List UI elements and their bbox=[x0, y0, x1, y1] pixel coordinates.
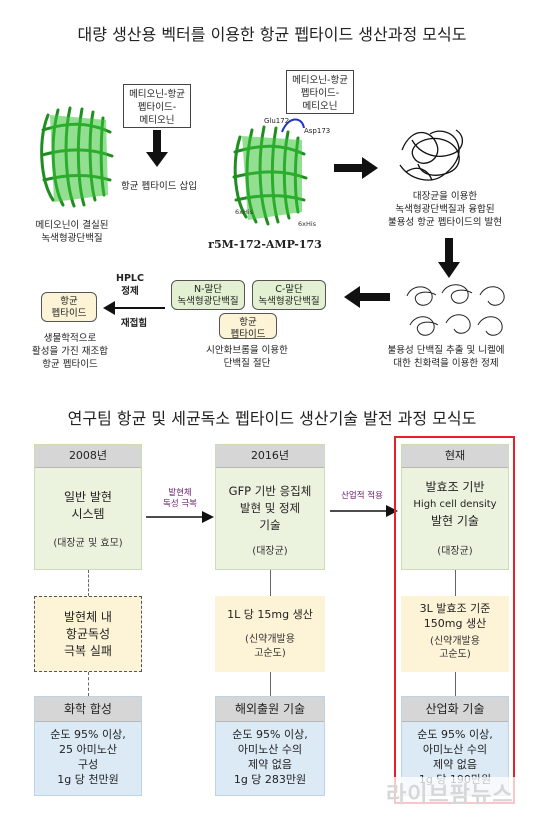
peptide-fragment: 항균 펩타이드 bbox=[219, 313, 277, 340]
col2-stage-box: 해외출원 기술 순도 95% 이상, 아미노산 수의 제약 없음 1g 당 28… bbox=[215, 696, 325, 796]
n-terminal-fragment: N-말단 녹색형광단백질 bbox=[171, 280, 245, 310]
connector-line bbox=[270, 672, 271, 696]
timeline-arrow-2-icon bbox=[330, 505, 398, 517]
insert-sequence-box: 메티오닌-항균 펩타이드- 메티오닌 bbox=[123, 84, 191, 128]
connector-line bbox=[455, 672, 456, 696]
connector-line bbox=[455, 570, 456, 596]
col3-system2: 발현 기술 bbox=[431, 514, 479, 528]
fusion-structure-image bbox=[232, 118, 308, 226]
connector-line bbox=[88, 672, 90, 696]
purified-aggregates-image bbox=[406, 284, 505, 336]
col1-system-box: 2008년 일반 발현 시스템 (대장균 및 효모) bbox=[34, 444, 142, 570]
his-tag-label-1: 6xHis bbox=[235, 208, 254, 216]
col2-mid-sub: (신약개발용 고순도) bbox=[245, 634, 295, 659]
col1-stage-box: 화학 합성 순도 95% 이상, 25 아미노산 구성 1g 당 천만원 bbox=[34, 696, 142, 796]
arrow1-label: 발현체 독성 극복 bbox=[163, 488, 197, 509]
col3-host: (대장균) bbox=[437, 546, 473, 557]
col3-mid: 3L 발효조 기준 150mg 생산 bbox=[419, 602, 491, 630]
cleave-caption: 시안화브롬을 이용한 단백질 절단 bbox=[206, 345, 288, 369]
col2-stage: 해외출원 기술 bbox=[216, 697, 324, 722]
col2-year: 2016년 bbox=[216, 445, 324, 468]
col1-detail: 순도 95% 이상, 25 아미노산 구성 1g 당 천만원 bbox=[50, 728, 126, 786]
down-arrow-right-icon bbox=[438, 238, 460, 278]
col1-stage: 화학 합성 bbox=[35, 697, 141, 722]
col1-system: 일반 발현 시스템 bbox=[64, 490, 112, 521]
col3-system-box: 현재 발효조 기반 High cell density 발현 기술 (대장균) bbox=[401, 444, 509, 570]
residue-glu-label: Glu172 bbox=[264, 117, 290, 125]
final-caption: 생물학적으로 활성을 가진 재조합 항균 펩타이드 bbox=[32, 333, 108, 370]
residue-asp-label: Asp173 bbox=[304, 127, 331, 135]
construct-name: r5M-172-AMP-173 bbox=[208, 238, 322, 251]
his-tag-label-2: 6xHis bbox=[298, 220, 317, 228]
down-arrow-icon bbox=[146, 130, 168, 167]
insert-caption: 항균 펩타이드 삽입 bbox=[121, 181, 197, 192]
aggregate-protein-image bbox=[399, 129, 463, 181]
col2-host: (대장균) bbox=[252, 546, 288, 557]
gfp-label: 메티오닌이 결실된 녹색형광단백질 bbox=[35, 220, 109, 244]
col1-year: 2008년 bbox=[35, 445, 141, 468]
col2-system-box: 2016년 GFP 기반 응집체 발현 및 정제 기술 (대장균) bbox=[215, 444, 325, 570]
col1-mid: 발현체 내 항균독성 극복 실패 bbox=[64, 610, 112, 658]
col3-stage: 산업화 기술 bbox=[402, 697, 508, 722]
timeline-arrow-1-icon bbox=[146, 511, 214, 523]
col3-year: 현재 bbox=[402, 445, 508, 468]
col3-mid-box: 3L 발효조 기준 150mg 생산 (신약개발용 고순도) bbox=[401, 596, 509, 672]
connector-line bbox=[270, 570, 271, 596]
top-title: 대량 생산용 벡터를 이용한 항균 펩타이드 생산과정 모식도 bbox=[77, 25, 467, 44]
c-terminal-fragment: C-말단 녹색형광단백질 bbox=[252, 280, 326, 310]
col2-system: GFP 기반 응집체 발현 및 정제 기술 bbox=[228, 484, 312, 532]
col1-host: (대장균 및 효모) bbox=[53, 538, 123, 549]
col3-mid-sub: (신약개발용 고순도) bbox=[430, 636, 480, 660]
col2-detail: 순도 95% 이상, 아미노산 수의 제약 없음 1g 당 283만원 bbox=[232, 728, 308, 786]
final-peptide-box: 항균 펩타이드 bbox=[41, 292, 97, 322]
purify-caption: 불용성 단백질 추출 및 니켈에 대한 친화력을 이용한 정제 bbox=[387, 345, 505, 369]
hplc-label: HPLC 정제 bbox=[116, 273, 144, 297]
refold-label: 재접힘 bbox=[120, 318, 148, 329]
bottom-title: 연구팀 항균 및 세균독소 펩타이드 생산기술 발전 과정 모식도 bbox=[67, 409, 477, 428]
col2-mid-box: 1L 당 15mg 생산 (신약개발용 고순도) bbox=[215, 596, 325, 672]
gfp-structure-image bbox=[40, 106, 114, 208]
watermark-logo: 라이브팜뉴스 bbox=[382, 777, 518, 809]
col2-mid: 1L 당 15mg 생산 bbox=[227, 608, 313, 621]
col1-mid-box: 발현체 내 항균독성 극복 실패 bbox=[34, 596, 142, 672]
arrow2-label: 산업적 적용 bbox=[341, 491, 383, 501]
left-arrow-small-icon bbox=[103, 301, 165, 315]
ecoli-caption: 대장균을 이용한 녹색형광단백질과 융합된 불용성 항균 펩타이드의 발현 bbox=[388, 191, 502, 228]
col3-system-en: High cell density bbox=[413, 499, 497, 510]
left-arrow-icon bbox=[344, 286, 390, 308]
col3-system: 발효조 기반 bbox=[425, 480, 485, 494]
right-arrow-icon bbox=[334, 157, 378, 179]
mid-sequence-box: 메티오닌-항균 펩타이드- 메티오닌 bbox=[286, 70, 354, 114]
connector-line bbox=[88, 570, 90, 596]
